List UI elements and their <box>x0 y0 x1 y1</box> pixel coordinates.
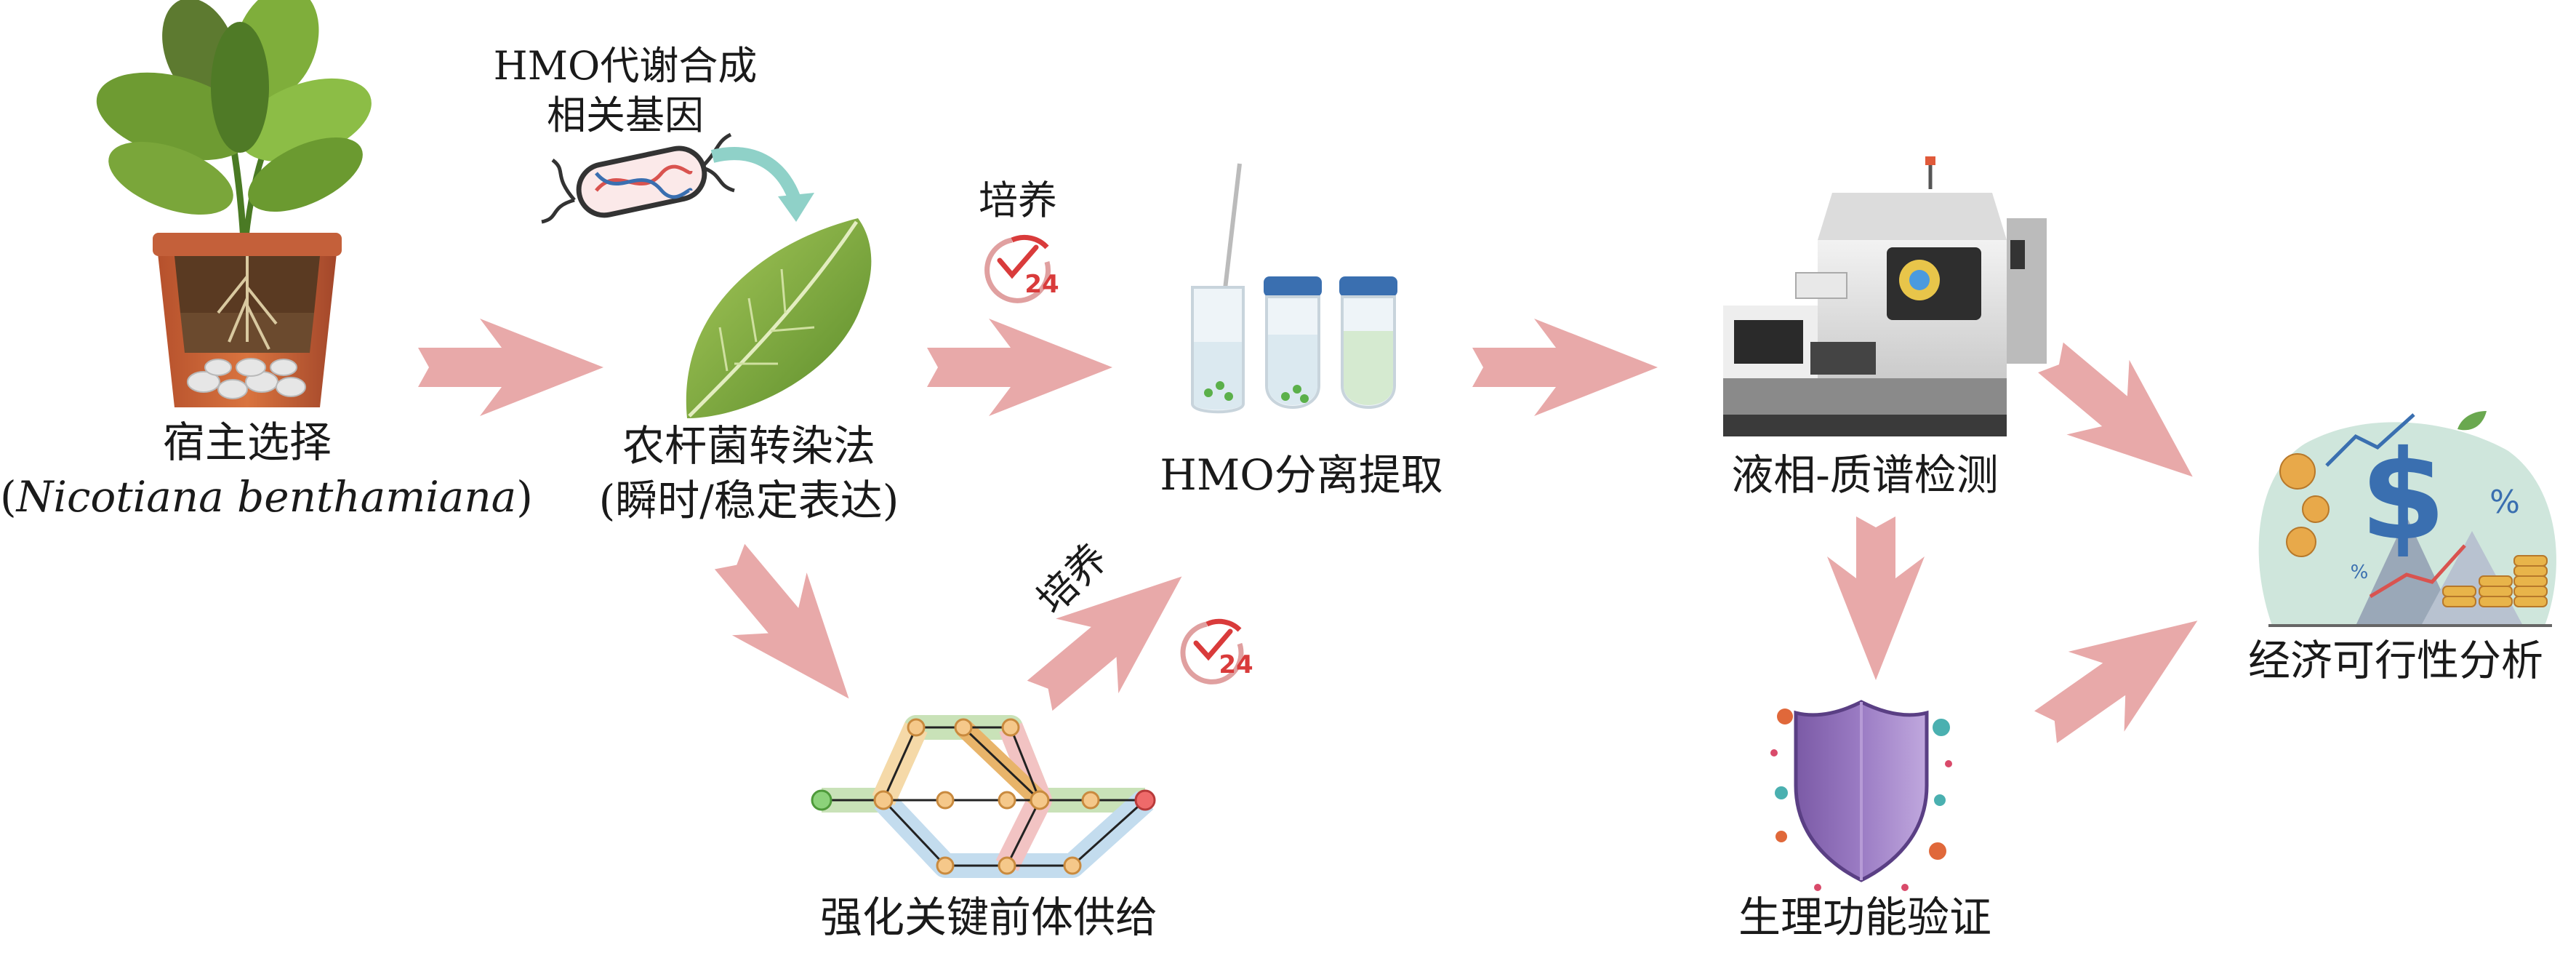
timer-hours-top: 24 <box>1024 270 1059 299</box>
arrow-plant-to-leaf <box>418 319 603 416</box>
svg-text:%: % <box>2489 484 2520 521</box>
agro-method-label-line2: (瞬时/稳定表达) <box>598 476 899 525</box>
shield-icon <box>1770 700 1952 891</box>
culture-label-top: 培养 <box>979 177 1057 223</box>
host-species-close: ) <box>516 472 533 522</box>
dna-vector-icon <box>541 132 814 224</box>
host-species-label: (Nicotiana benthamiana) <box>0 472 533 522</box>
arrow-leaf-to-tubes <box>927 319 1112 416</box>
host-species-name: Nicotiana benthamiana <box>16 472 517 522</box>
arrow-machine-to-shield <box>1827 516 1925 680</box>
economic-label: 经济可行性分析 <box>2247 636 2543 685</box>
hmo-extraction-label: HMO分离提取 <box>1160 450 1443 500</box>
arrow-tubes-to-machine <box>1472 319 1658 416</box>
agro-method-label-line1: 农杆菌转染法 <box>622 421 875 471</box>
physiological-label: 生理功能验证 <box>1738 893 1991 942</box>
finance-chart-icon: $ % % <box>2258 411 2556 627</box>
leaf-icon <box>686 218 872 418</box>
arrow-shield-to-finance <box>2034 620 2198 743</box>
clock-24h-icon-2 <box>1180 618 1244 684</box>
hmo-gene-label-line1: HMO代谢合成 <box>493 43 758 89</box>
timer-hours-diagonal: 24 <box>1219 650 1253 679</box>
potted-plant-icon <box>96 0 372 407</box>
arrow-machine-to-finance <box>2038 342 2193 477</box>
precursor-label: 强化关键前体供给 <box>819 893 1157 942</box>
lcms-instrument-icon <box>1723 156 2047 436</box>
metabolic-network-icon <box>811 715 1156 878</box>
arrow-network-to-tubes <box>1027 576 1182 711</box>
lcms-label: 液相-质谱检测 <box>1731 450 1999 500</box>
svg-text:$: $ <box>2360 424 2446 568</box>
host-species-open: ( <box>0 472 17 522</box>
host-selection-label: 宿主选择 <box>162 418 332 467</box>
hmo-gene-label-line2: 相关基因 <box>547 92 704 138</box>
clock-24h-icon <box>984 234 1051 303</box>
arrow-leaf-to-network <box>714 543 849 699</box>
test-tubes-icon <box>1191 163 1397 414</box>
flow-arrows <box>418 319 2198 743</box>
svg-text:%: % <box>2351 562 2369 583</box>
